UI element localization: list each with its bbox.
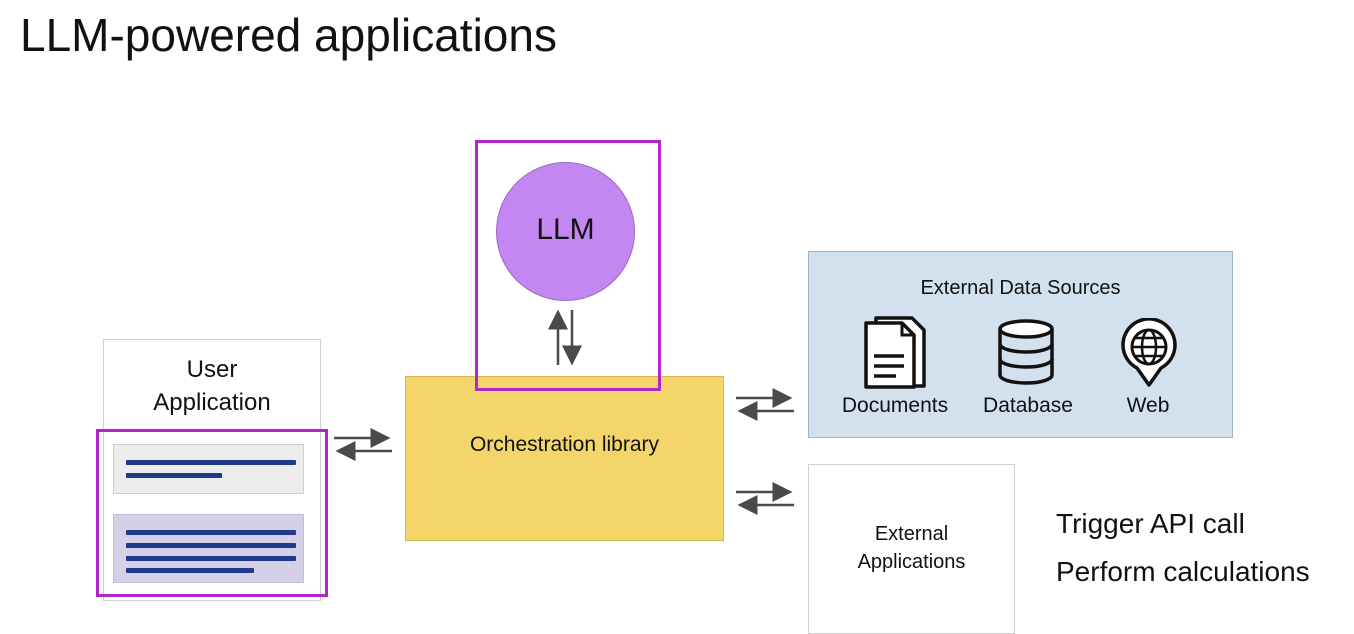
orchestration-apps-arrows [736, 482, 794, 515]
orchestration-data-arrows [736, 388, 794, 421]
user-application-label: User Application [153, 356, 271, 416]
web-icon [1121, 318, 1177, 387]
user-message-box [113, 444, 304, 494]
database-icon [998, 319, 1054, 385]
web-label: Web [1126, 394, 1170, 417]
llm-circle [496, 162, 635, 301]
text-line [126, 568, 254, 573]
llm-label: LLM [536, 213, 595, 246]
orchestration-library-label: Orchestration library [469, 433, 660, 456]
text-line [126, 556, 296, 561]
user-orchestration-arrows [334, 428, 392, 461]
text-line [126, 543, 296, 548]
llm-orchestration-arrows [548, 309, 582, 366]
llm-highlight [475, 140, 661, 391]
llm-response-box [113, 514, 304, 583]
orchestration-library-box [405, 376, 724, 541]
connector-arrows [334, 309, 794, 515]
documents-icon [864, 316, 926, 389]
text-line [126, 530, 296, 535]
text-line [126, 473, 222, 478]
external-data-sources-title: External Data Sources [920, 277, 1121, 299]
user-interface-highlight [96, 429, 328, 597]
documents-label: Documents [841, 394, 949, 417]
external-applications-label: External Applications [857, 523, 966, 573]
action-trigger-api: Trigger API call [1056, 508, 1245, 539]
slide-title: LLM-powered applications [20, 9, 557, 61]
text-line [126, 460, 296, 465]
action-perform-calculations: Perform calculations [1056, 556, 1310, 587]
external-applications-box [808, 464, 1015, 634]
database-label: Database [983, 394, 1073, 417]
